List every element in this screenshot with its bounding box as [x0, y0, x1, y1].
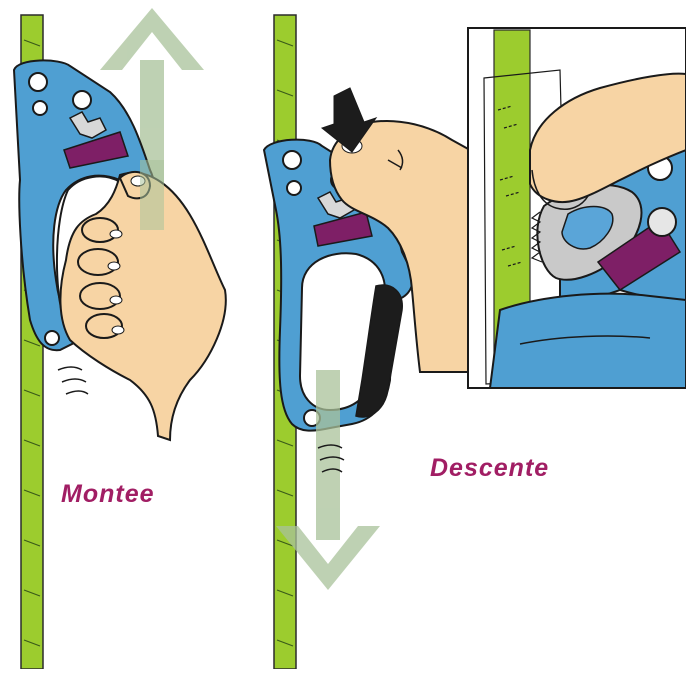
descente-panel: [264, 15, 470, 669]
ascent-label: Montee: [61, 480, 155, 509]
montee-panel: [14, 8, 226, 669]
arrow-shaft-overlay: [140, 160, 164, 230]
descent-label: Descente: [430, 454, 549, 483]
motion-lines-left: [58, 367, 88, 394]
detail-inset: [468, 28, 686, 388]
